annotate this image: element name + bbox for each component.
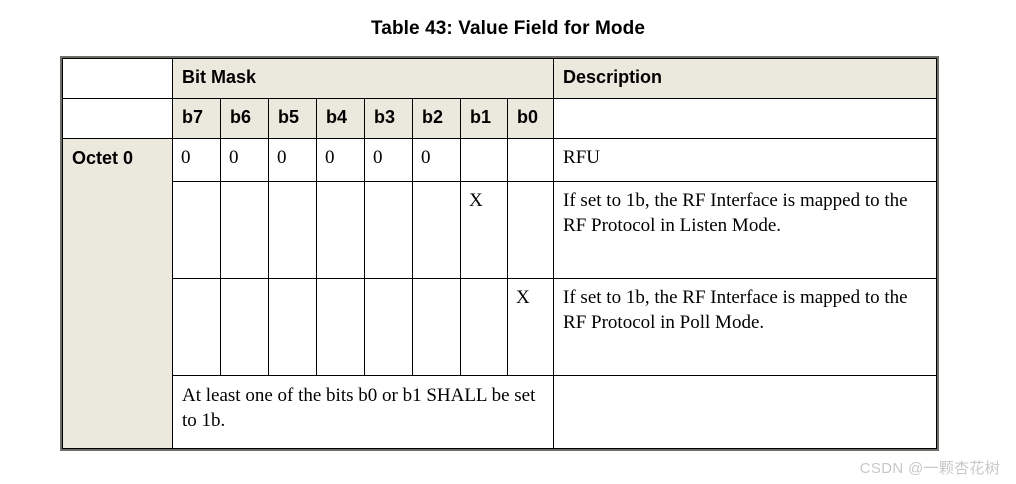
cell-row1-b7 <box>172 180 221 279</box>
cell-row0-b5: 0 <box>268 137 317 182</box>
table-row: X If set to 1b, the RF Interface is mapp… <box>63 277 938 376</box>
octet-label-cell: Octet 0 <box>62 137 173 449</box>
header-bit-b0: b0 <box>506 97 555 139</box>
cell-row2-b4 <box>316 277 365 376</box>
cell-row2-b6 <box>220 277 269 376</box>
table-note-row: At least one of the bits b0 or b1 SHALL … <box>63 374 938 449</box>
table-row: Octet 0 0 0 0 0 0 0 <box>62 137 938 449</box>
table-header-row-bits: b7 b6 b5 b4 b3 b2 b1 <box>62 97 938 139</box>
header-corner-cell-2 <box>62 97 173 139</box>
cell-row1-b4 <box>316 180 365 279</box>
header-bit-b1: b1 <box>460 97 508 139</box>
cell-row0-b2: 0 <box>412 137 461 182</box>
cell-row0-b0 <box>506 137 555 182</box>
value-field-table: Bit Mask Description b7 b6 b5 <box>59 56 940 451</box>
header-bit-mask: Bit Mask <box>171 58 555 99</box>
note-description-cell <box>553 374 938 449</box>
table-row: X If set to 1b, the RF Interface is mapp… <box>63 180 938 279</box>
cell-row0-description: RFU <box>553 137 938 182</box>
table-header-row-primary: Bit Mask Description <box>62 58 938 99</box>
cell-row2-b5 <box>268 277 317 376</box>
cell-row0-b4: 0 <box>316 137 365 182</box>
header-corner-cell <box>62 58 173 99</box>
cell-row1-b2 <box>412 180 461 279</box>
cell-row1-b0 <box>506 180 555 279</box>
cell-row2-b7 <box>172 277 221 376</box>
cell-row0-b1 <box>460 137 508 182</box>
cell-row2-b1 <box>460 277 508 376</box>
cell-row2-b3 <box>364 277 413 376</box>
cell-row1-description: If set to 1b, the RF Interface is mapped… <box>553 180 938 279</box>
header-bit-b3: b3 <box>364 97 413 139</box>
cell-row2-description: If set to 1b, the RF Interface is mapped… <box>553 277 938 376</box>
cell-row1-b5 <box>268 180 317 279</box>
watermark: CSDN @一颗杏花树 <box>859 460 1000 477</box>
header-bit-b7: b7 <box>172 97 221 139</box>
header-description-blank <box>553 97 938 139</box>
cell-row0-b3: 0 <box>364 137 413 182</box>
header-bit-b2: b2 <box>412 97 461 139</box>
header-bit-b6: b6 <box>220 97 269 139</box>
cell-row1-b3 <box>364 180 413 279</box>
cell-row0-b7: 0 <box>172 137 221 182</box>
cell-row2-b0: X <box>506 277 555 376</box>
cell-row0-b6: 0 <box>220 137 269 182</box>
cell-row2-b2 <box>412 277 461 376</box>
header-bit-b4: b4 <box>316 97 365 139</box>
cell-row1-b1: X <box>460 180 508 279</box>
header-description: Description <box>553 58 938 99</box>
value-field-table-container: Bit Mask Description b7 b6 b5 <box>59 56 940 451</box>
page-title: Table 43: Value Field for Mode <box>371 18 645 39</box>
header-bit-b5: b5 <box>268 97 317 139</box>
cell-row1-b6 <box>220 180 269 279</box>
note-cell: At least one of the bits b0 or b1 SHALL … <box>171 374 555 449</box>
